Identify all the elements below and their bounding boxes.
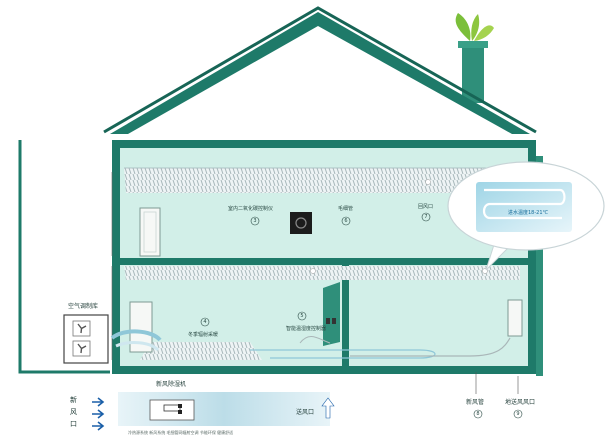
num-temp-controller: 5 — [300, 313, 303, 319]
fan-icon — [77, 323, 87, 354]
label-temp-controller: 智能温湿度控制器 — [286, 325, 326, 332]
small-controller-icon — [326, 318, 336, 324]
fresh-air-duct — [118, 392, 330, 426]
label-new-air-pipe: 新风管 — [466, 398, 484, 406]
window-right — [507, 299, 523, 337]
roof — [103, 6, 537, 134]
side-pipes — [18, 140, 543, 376]
ceiling-vent-dots — [310, 179, 488, 274]
capillary-ceiling-lower — [124, 266, 520, 280]
num-radiant: 4 — [203, 319, 206, 325]
zoom-bubble: 进水温度18-21℃ — [447, 161, 605, 271]
label-ground-vent: 地送风风口 — [505, 398, 535, 406]
chimney — [458, 41, 488, 103]
label-control-room: 室内二氧化碳控制仪 — [228, 205, 273, 212]
arrow-icon — [321, 397, 335, 419]
label-fresh-air-unit: 新风除湿机 — [156, 380, 186, 388]
num-ground-vent: 9 — [516, 411, 519, 417]
floor-ducts — [250, 336, 511, 359]
air-unit-box — [63, 314, 109, 364]
intake-arrow-icon — [92, 397, 105, 431]
label-radiant: 冬季辐射采暖 — [188, 331, 218, 338]
door-upper — [139, 207, 161, 257]
num-control-room: 3 — [253, 218, 256, 224]
label-intake-2: 风 — [70, 408, 77, 416]
door-lower-left — [129, 301, 153, 353]
door-lower-middle — [323, 282, 340, 346]
capillary-floor-left — [140, 342, 262, 360]
bottom-note: 冷热源系统 新风系统 毛细管网辐射空调 节能环保 健康舒适 — [128, 429, 233, 435]
label-supply-vent: 送风口 — [296, 408, 314, 416]
num-return-vent: 7 — [424, 214, 427, 220]
label-intake-3: 口 — [70, 420, 77, 428]
capillary-ceiling-upper — [124, 167, 530, 193]
leaf-icon — [455, 13, 494, 41]
air-unit-pipe — [110, 329, 162, 352]
label-air-unit: 空气调制库 — [68, 302, 98, 310]
num-new-air-pipe: 8 — [476, 411, 479, 417]
label-return-vent: 回风口 — [418, 204, 433, 210]
label-capillary-top: 毛细管 — [338, 205, 353, 212]
zoom-text: 进水温度18-21℃ — [508, 209, 549, 216]
thermostat-icon — [290, 212, 312, 234]
num-capillary-top: 6 — [344, 218, 347, 224]
label-intake-1: 新 — [70, 395, 77, 404]
